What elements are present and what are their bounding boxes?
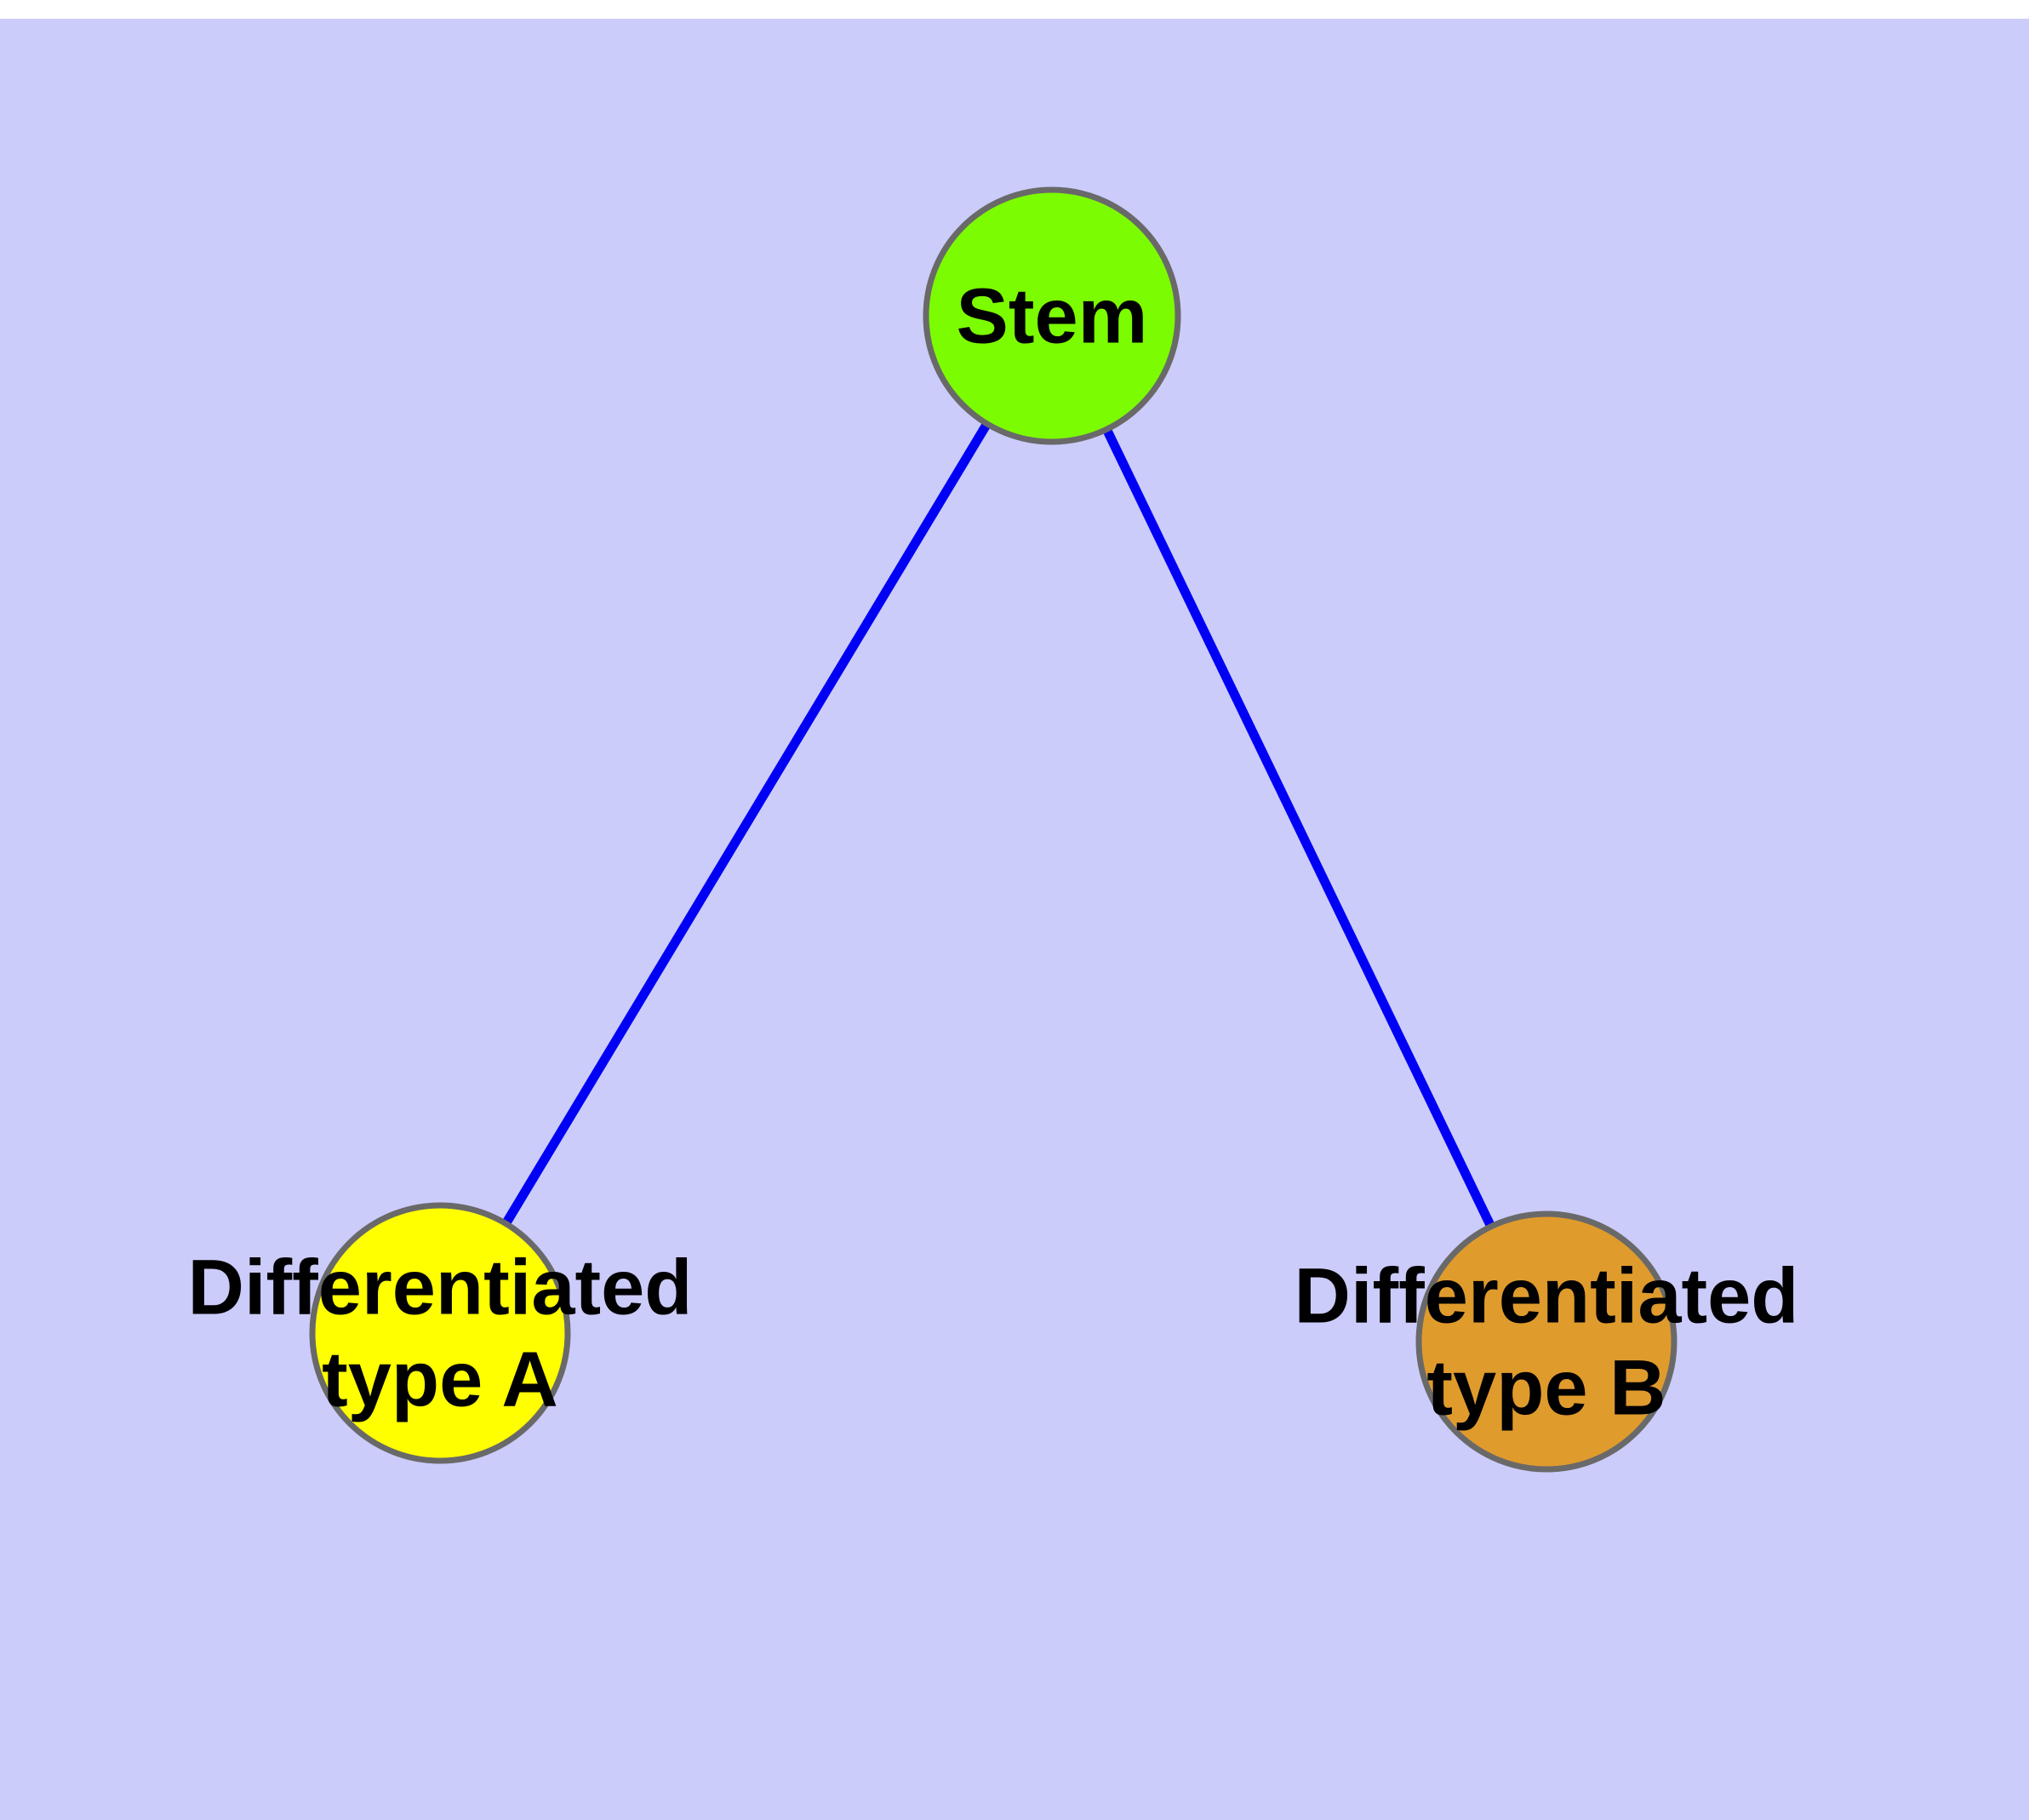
edge-stem-to-diff-b [1048, 313, 1551, 1344]
node-layer [309, 186, 1677, 1473]
node-stem[interactable] [923, 186, 1181, 445]
edge-layer [436, 313, 1551, 1344]
node-label-line: Stem [957, 272, 1148, 359]
node-label-stem: Stem [957, 272, 1148, 359]
edge-stem-to-diff-a [436, 313, 1056, 1336]
node-label-line: Differentiated [188, 1244, 693, 1331]
node-differentiated-type-a[interactable] [309, 1202, 571, 1464]
node-label-line: Differentiated [1295, 1252, 1799, 1339]
node-label-line: type B [1426, 1344, 1666, 1431]
node-label-line: type A [322, 1336, 558, 1422]
node-differentiated-type-b[interactable] [1415, 1210, 1677, 1473]
